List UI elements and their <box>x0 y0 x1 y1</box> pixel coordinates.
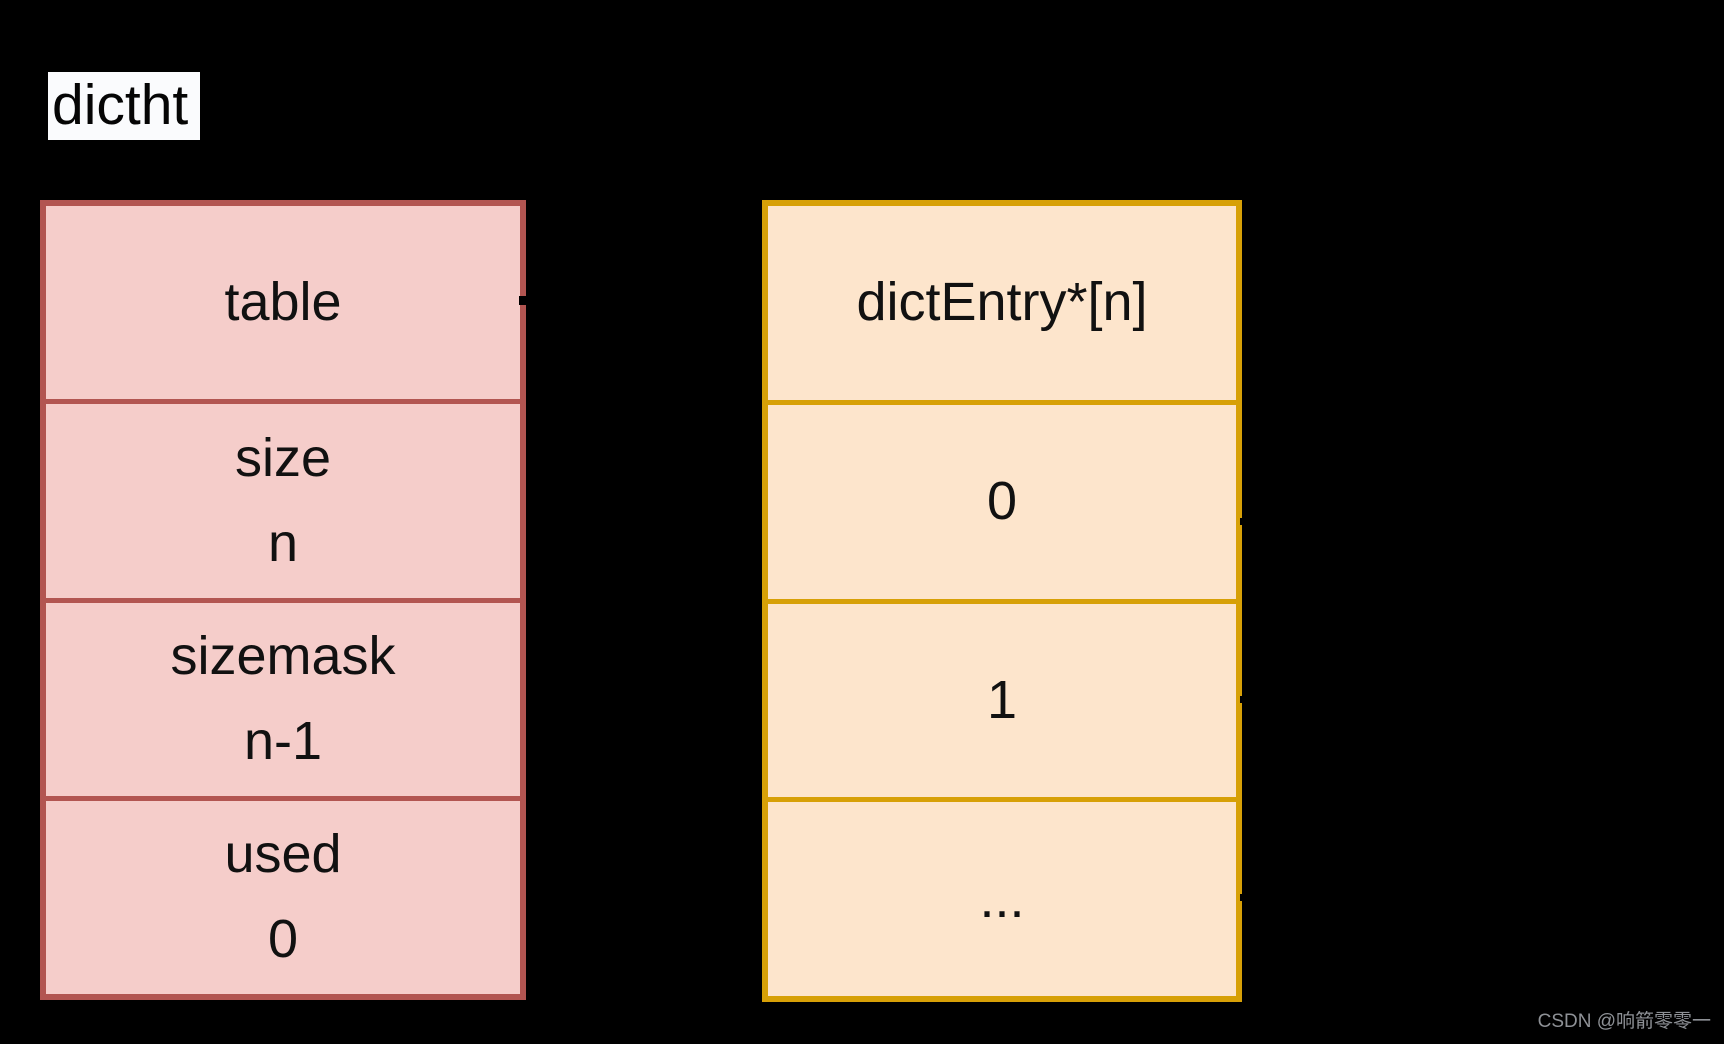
connector-nub-bucket-ellipsis <box>1240 894 1248 901</box>
cell-text: dictEntry*[n] <box>856 272 1148 333</box>
dictht-title-label: dictht <box>48 72 200 140</box>
cell-text: table <box>224 272 342 333</box>
bucket-row-0: 0 <box>768 399 1236 599</box>
dictht-row-used: used 0 <box>46 795 520 994</box>
bucket-row-ellipsis: ... <box>768 797 1236 996</box>
cell-value: n-1 <box>243 711 323 772</box>
cell-value: 0 <box>267 909 299 970</box>
cell-text: 0 <box>986 471 1018 532</box>
connector-nub-table-pointer-start <box>519 296 529 305</box>
dictht-row-table: table <box>46 206 520 399</box>
cell-text: size <box>234 427 332 488</box>
connector-nub-bucket0 <box>1240 518 1248 525</box>
bucket-row-header: dictEntry*[n] <box>768 206 1236 400</box>
bucket-row-1: 1 <box>768 598 1236 798</box>
cell-text: sizemask <box>170 626 396 687</box>
cell-text: ... <box>979 868 1025 929</box>
connector-nub-bucket1 <box>1240 696 1248 703</box>
bucket-array-table: dictEntry*[n] 0 1 ... <box>762 200 1242 1002</box>
csdn-watermark: CSDN @响箭零零一 <box>1537 1011 1711 1032</box>
cell-value: n <box>267 512 299 573</box>
connector-nub-table-pointer-end <box>751 296 762 303</box>
cell-text: 1 <box>986 669 1018 730</box>
dictht-row-sizemask: sizemask n-1 <box>46 597 520 796</box>
cell-text: used <box>224 824 342 885</box>
dictht-row-size: size n <box>46 399 520 597</box>
dictht-struct-table: table size n sizemask n-1 used 0 <box>40 200 526 1000</box>
